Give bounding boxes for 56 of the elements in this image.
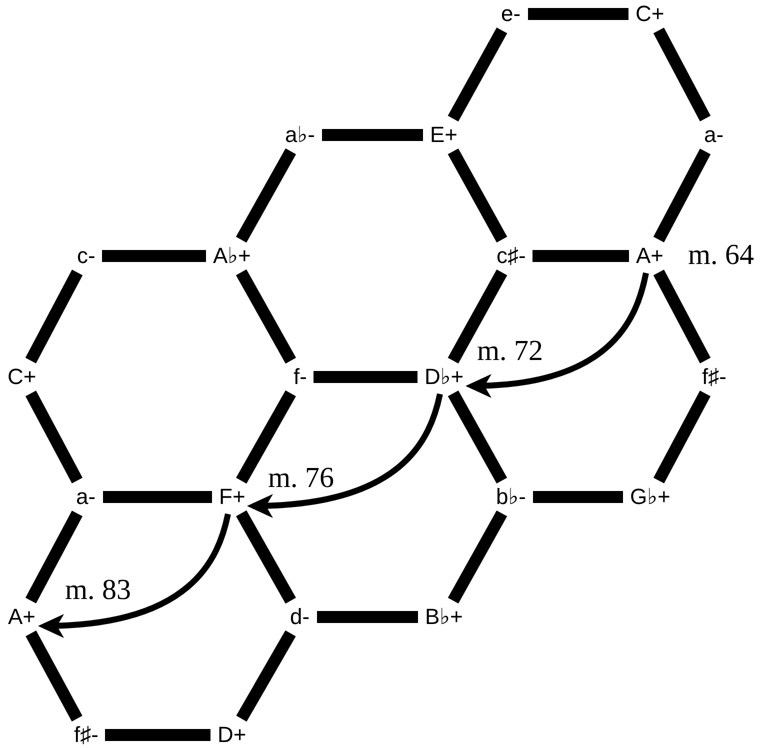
chord-label: c♯- [494,244,528,268]
link-line [528,8,628,20]
chord-label: D+ [216,723,248,747]
curved-arrow [247,393,443,518]
chord-label: a- [74,485,98,509]
chord-label: f♯- [700,365,728,389]
link-line [653,270,711,364]
measure-label: m. 76 [268,462,334,494]
chord-label: B♭+ [423,605,465,629]
chord-label: a♭- [283,123,317,147]
link-line [314,371,418,383]
chord-label: A♭+ [211,244,253,268]
link-line [236,148,296,243]
link-line [448,148,508,243]
link-line [653,390,711,484]
link-line [236,630,296,722]
chord-label: G♭+ [628,485,672,509]
chord-label: b♭- [494,485,528,509]
chord-label: c- [75,244,98,268]
link-line [25,390,83,484]
measure-label: m. 83 [65,574,132,606]
chord-label: F+ [217,485,248,509]
chord-label: C+ [6,365,38,389]
chord-label: e- [499,2,523,26]
chord-label: C+ [634,2,666,26]
link-line [653,148,711,242]
link-line [25,510,83,604]
link-line [317,611,418,623]
link-line [26,630,82,722]
chord-label: D♭+ [422,365,466,389]
chord-label: A+ [6,605,38,629]
link-line [448,27,508,122]
link-line [236,390,296,484]
link-line [448,390,508,484]
link-line [653,28,711,122]
link-line [105,729,210,741]
link-line [448,269,508,364]
measure-label: m. 64 [688,239,754,271]
curved-arrow [38,513,231,638]
link-line [322,129,423,141]
chord-label: f- [292,365,309,389]
curved-arrow [466,272,649,398]
link-line [448,510,508,604]
chord-label: A+ [634,244,666,268]
link-line [25,270,83,364]
chord-label: d- [288,605,312,629]
link-line [236,269,296,364]
link-line [102,250,206,262]
link-line [236,510,296,604]
measure-label: m. 72 [477,335,544,367]
link-line [533,491,623,503]
link-line [532,250,629,262]
chord-label: f♯- [72,723,100,747]
chord-label: E+ [428,123,460,147]
link-line [103,491,212,503]
chord-label: a- [702,123,726,147]
